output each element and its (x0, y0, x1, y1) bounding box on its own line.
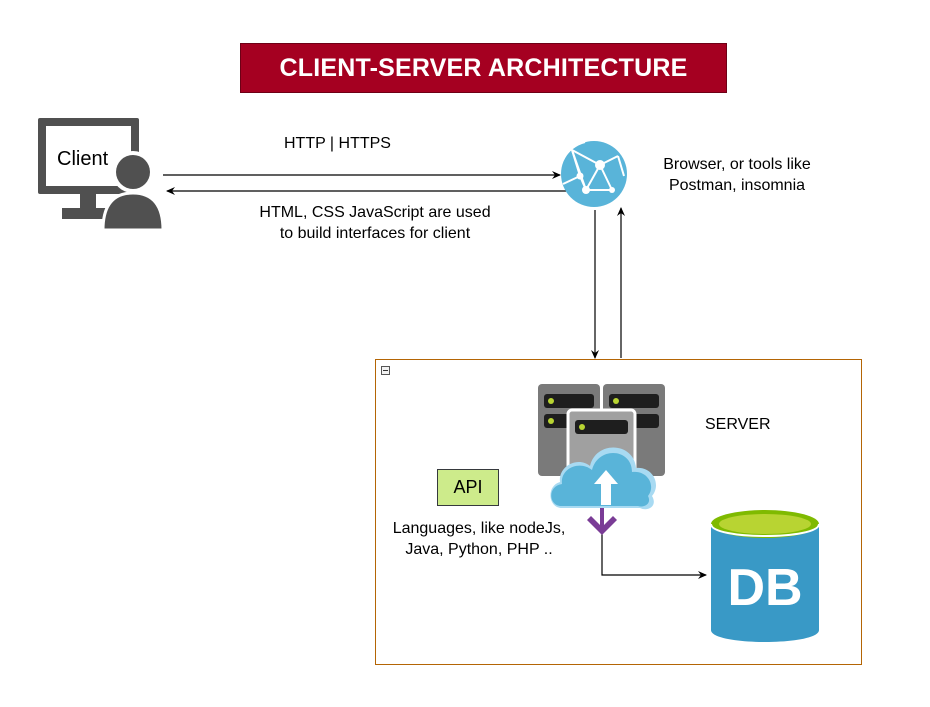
browser-description: Browser, or tools like Postman, insomnia (642, 154, 832, 196)
browser-line-2: Postman, insomnia (668, 177, 806, 194)
browser-line-1: Browser, or tools like (663, 156, 811, 173)
diagram-title: CLIENT-SERVER ARCHITECTURE (279, 53, 688, 82)
title-banner: CLIENT-SERVER ARCHITECTURE (240, 43, 727, 93)
languages-description: Languages, like nodeJs, Java, Python, PH… (381, 518, 577, 560)
server-container (375, 359, 862, 665)
response-line-1: HTML, CSS JavaScript are used (259, 204, 491, 221)
languages-line-2: Java, Python, PHP .. (405, 541, 553, 558)
response-description: HTML, CSS JavaScript are used to build i… (238, 202, 512, 244)
languages-line-1: Languages, like nodeJs, (392, 520, 566, 537)
server-label: SERVER (705, 416, 771, 433)
collapse-toggle-icon[interactable] (381, 366, 390, 375)
api-label: API (453, 477, 483, 497)
server-to-db-arrow (601, 530, 707, 579)
protocol-label: HTTP | HTTPS (284, 135, 391, 152)
response-line-2: to build interfaces for client (279, 225, 471, 242)
client-label: Client (57, 148, 109, 170)
api-box: API (437, 469, 499, 506)
db-label: DB (727, 559, 803, 617)
